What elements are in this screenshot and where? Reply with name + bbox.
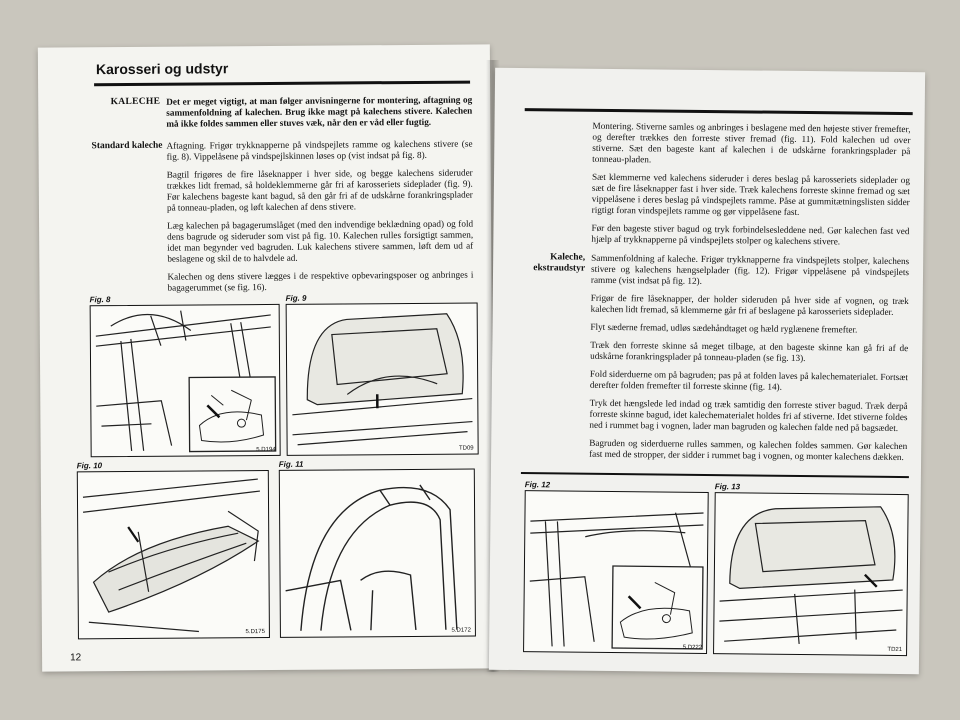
header-rule	[94, 80, 471, 87]
right-page: Montering. Stiverne samles og anbringes …	[488, 67, 926, 675]
fig11-code: 5.D172	[451, 627, 471, 634]
fig12-label: Fig. 12	[524, 480, 551, 490]
fig9-code: TD09	[458, 445, 474, 452]
fig10-code: 5.D175	[245, 629, 265, 636]
paragraph-aftagning: Aftagning. Frigør trykknapperne på vinds…	[166, 138, 473, 162]
fig12-code: 5.D222	[682, 644, 703, 651]
paragraph-bagruden: Bagruden og siderduerne rulles sammen, o…	[589, 437, 908, 463]
paragraph-saeder: Flyt sæderne fremad, udløs sædehåndtaget…	[590, 321, 858, 335]
paragraph-klemmer: Sæt klemmerne ved kalechens sideruder i …	[591, 171, 911, 217]
soft-top-side-illustration	[292, 313, 473, 446]
figure-9: TD09	[285, 302, 479, 456]
hood-release-illustration	[529, 512, 704, 650]
paragraph-montering: Montering. Stiverne samles og anbringes …	[592, 120, 911, 165]
paragraph-laaseknapper: Frigør de fire låseknapper, der holder s…	[590, 292, 909, 317]
paragraph-sammenfoldning: Sammenfoldning af kaleche. Frigør trykkn…	[590, 252, 910, 286]
figure-10: 5.D175	[76, 469, 270, 640]
paragraph-stiver: Før den bageste stiver bagud og tryk for…	[591, 222, 910, 247]
label-standard-kaleche: Standard kaleche	[91, 140, 163, 152]
body-text-right-top: Montering. Stiverne samles og anbringes …	[591, 121, 910, 255]
fig13-label: Fig. 13	[714, 482, 741, 492]
header-rule-right	[524, 108, 913, 116]
paragraph-laeg: Læg kalechen på bagagerumslåget (med den…	[167, 218, 474, 264]
fig11-label: Fig. 11	[278, 459, 304, 469]
paragraph-fold: Fold siderduerne om på bagruden; pas på …	[589, 368, 908, 392]
fig8-label: Fig. 8	[89, 295, 111, 305]
paragraph-opbevaring: Kalechen og dens stivere lægges i de res…	[167, 269, 474, 293]
windscreen-frame-illustration	[95, 310, 277, 453]
figure-13: TD21	[713, 492, 909, 657]
figure-8: 5.D194	[89, 303, 281, 458]
figure-11: 5.D172	[278, 468, 476, 638]
label-kaleche-ekstraudstyr: Kaleche, ekstraudstyr	[533, 252, 586, 274]
top-folding-illustration	[719, 506, 903, 645]
hood-frame-illustration	[285, 484, 458, 631]
label-kaleche: KALECHE	[110, 96, 161, 108]
figure-rule-right	[520, 472, 909, 479]
paragraph-bagtil: Bagtil frigøres de fire låseknapper i hv…	[166, 167, 473, 213]
fig13-code: TD21	[887, 646, 903, 654]
body-text-left: Aftagning. Frigør trykknapperne på vinds…	[166, 139, 473, 301]
page-number: 12	[70, 652, 82, 664]
fig10-label: Fig. 10	[76, 461, 103, 471]
left-page: Karosseri og udstyr KALECHE Det er meget…	[37, 44, 495, 672]
intro-text: Det er meget vigtigt, at man følger anvi…	[166, 94, 473, 129]
folded-top-on-boot-illustration	[82, 478, 261, 633]
fig9-label: Fig. 9	[285, 293, 307, 303]
paragraph-led: Tryk det hængslede led indad og træk sam…	[589, 397, 908, 434]
body-text-right-bottom: Sammenfoldning af kaleche. Frigør trykkn…	[589, 253, 909, 470]
section-header: Karosseri og udstyr	[95, 60, 229, 78]
fig8-code: 5.D194	[256, 446, 276, 454]
figure-12: 5.D222	[523, 490, 709, 655]
paragraph-skinne: Træk den forreste skinne så meget tilbag…	[590, 339, 909, 364]
